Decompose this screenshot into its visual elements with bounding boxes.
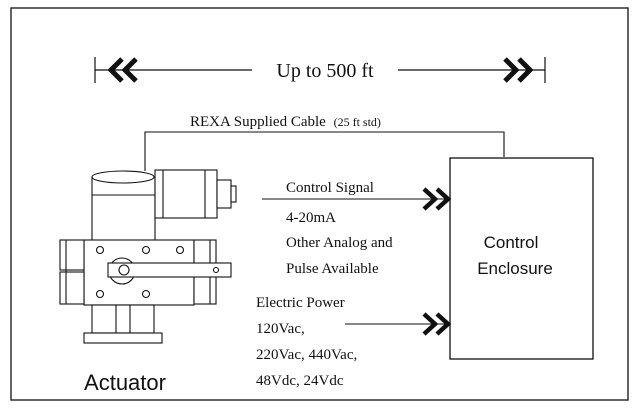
control-signal: Control Signal 4-20mA Other Analog and P… — [262, 180, 452, 277]
cable-label: REXA Supplied Cable — [190, 114, 326, 130]
actuator-motor-housing — [154, 169, 218, 219]
actuator-lever-arm — [107, 262, 232, 278]
cable-line — [144, 131, 505, 171]
left-double-chevron-icon — [107, 57, 138, 83]
control-signal-line-1: 4-20mA — [286, 210, 336, 226]
control-signal-line-3: Pulse Available — [286, 261, 379, 277]
bolt-icon — [95, 245, 105, 255]
distance-label: Up to 500 ft — [276, 60, 374, 82]
electric-power: Electric Power 120Vac, 220Vac, 440Vac, 4… — [256, 295, 452, 389]
actuator-stem-housing — [91, 304, 155, 334]
right-double-chevron-icon — [503, 57, 534, 83]
control-enclosure: Control Enclosure — [449, 157, 594, 360]
diagram-border — [10, 7, 629, 401]
electric-power-title: Electric Power — [256, 295, 345, 311]
actuator-drawing — [59, 169, 237, 344]
bolt-icon — [95, 289, 105, 299]
control-signal-arrow-icon — [422, 187, 452, 211]
actuator-connector-tip — [230, 185, 237, 203]
electric-power-line-2: 220Vac, 440Vac, — [256, 347, 357, 363]
electric-power-line-1: 120Vac, — [256, 321, 305, 337]
actuator-top-cap — [91, 170, 155, 184]
distance-dimension: Up to 500 ft — [94, 57, 546, 83]
bolt-icon — [141, 289, 151, 299]
lever-pivot-icon — [118, 264, 130, 276]
control-signal-line-2: Other Analog and — [286, 235, 393, 251]
bolt-icon — [175, 245, 185, 255]
control-signal-title: Control Signal — [286, 180, 374, 196]
lever-end-hole-icon — [212, 266, 220, 274]
actuator-base-plate — [83, 332, 163, 344]
actuator-left-flange-lower — [59, 271, 85, 305]
electric-power-line-3: 48Vdc, 24Vdc — [256, 373, 344, 389]
actuator-left-flange-upper — [59, 239, 85, 271]
electric-power-arrow-icon — [422, 312, 452, 336]
cable-label-group: REXA Supplied Cable (25 ft std) — [190, 114, 381, 130]
enclosure-line-1: Control — [484, 233, 539, 252]
actuator-body-upper — [91, 176, 156, 241]
actuator-label: Actuator — [84, 370, 166, 395]
rexa-cable: REXA Supplied Cable (25 ft std) — [144, 114, 505, 171]
actuator-connector — [216, 179, 232, 209]
cable-note: (25 ft std) — [334, 115, 381, 129]
enclosure-line-2: Enclosure — [477, 259, 553, 278]
bolt-icon — [141, 245, 151, 255]
control-enclosure-box — [449, 157, 594, 360]
